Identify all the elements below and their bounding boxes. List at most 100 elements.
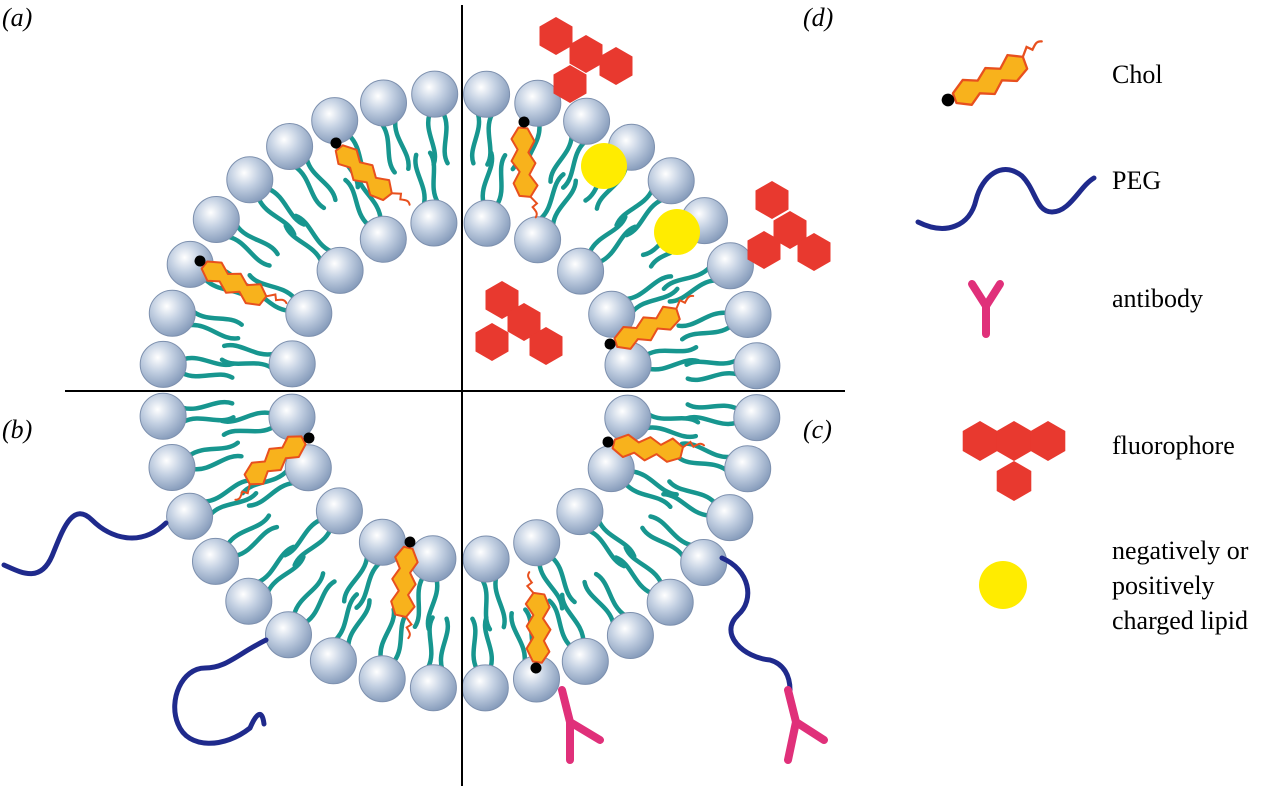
lipid-head bbox=[358, 655, 406, 703]
lipid-tail bbox=[282, 517, 323, 558]
lipid-head bbox=[265, 611, 312, 659]
lipid-tail bbox=[293, 164, 327, 211]
cholesterol-icon bbox=[604, 294, 695, 350]
lipid-tail bbox=[667, 278, 718, 304]
lipid-tail bbox=[441, 111, 450, 166]
lipid-tail bbox=[470, 616, 479, 671]
lipid-tail bbox=[679, 324, 733, 342]
antibodies bbox=[558, 686, 828, 764]
lipid-head bbox=[410, 199, 458, 247]
lipid-head bbox=[148, 289, 196, 337]
lipid-tail bbox=[547, 598, 573, 649]
lipid-tail bbox=[202, 478, 253, 504]
cholesterol-icon bbox=[510, 116, 539, 219]
fluorophore-icon bbox=[539, 17, 633, 103]
lipid-tail bbox=[614, 187, 655, 228]
lipid-head bbox=[724, 445, 772, 493]
charged-lipids bbox=[581, 143, 700, 255]
lipid-tail bbox=[667, 479, 717, 505]
lipid-tail bbox=[425, 615, 435, 670]
lipid-tail bbox=[247, 272, 297, 301]
lipid-head bbox=[463, 199, 511, 247]
lipid-tail bbox=[221, 342, 276, 357]
antibody-icon bbox=[784, 686, 828, 764]
lipid-tail bbox=[255, 544, 296, 585]
lipid-head bbox=[588, 290, 636, 338]
lipid-tail bbox=[283, 223, 324, 264]
lipid-tail bbox=[685, 370, 740, 383]
lipid-head bbox=[514, 79, 562, 127]
lipid-tail bbox=[629, 469, 679, 497]
lipid-head bbox=[462, 535, 510, 583]
cholesterol-icon bbox=[194, 255, 288, 306]
lipid-head bbox=[139, 392, 187, 440]
lipid-tail bbox=[644, 344, 699, 358]
lipid-tail bbox=[190, 453, 244, 472]
lipid-head bbox=[680, 539, 728, 586]
lipid-tail bbox=[624, 274, 674, 302]
lipid-tail bbox=[679, 441, 733, 460]
lipid-head bbox=[463, 70, 511, 118]
lipid-tail bbox=[303, 579, 337, 625]
lipid-head bbox=[166, 492, 214, 540]
lipid-head bbox=[316, 246, 364, 294]
lipid-tail bbox=[684, 358, 739, 367]
lipid-tail bbox=[413, 152, 427, 207]
lipid-tail bbox=[292, 527, 333, 568]
lipid-tail bbox=[624, 197, 665, 238]
lipid-head bbox=[556, 488, 604, 536]
lipid-tail bbox=[685, 402, 740, 412]
lipid-tail bbox=[494, 152, 508, 207]
lipid-tail bbox=[560, 140, 587, 190]
lipid-tail bbox=[587, 214, 628, 255]
lipid-head bbox=[733, 394, 781, 442]
charged-lipid bbox=[581, 143, 627, 189]
lipid-tail bbox=[187, 440, 241, 458]
lipid-tail bbox=[485, 112, 495, 167]
legend-charged-lipid-icon bbox=[979, 561, 1027, 609]
legend: Chol PEG antibody fluorophore negatively… bbox=[915, 40, 1249, 635]
lipid-head bbox=[311, 97, 359, 145]
quadrant-label-d: (d) bbox=[803, 3, 833, 32]
lipid-tail bbox=[676, 455, 729, 473]
lipid-tail bbox=[181, 415, 236, 424]
quadrant-label-c: (c) bbox=[803, 415, 832, 444]
legend-charged-lipid-label-line1: negatively or bbox=[1112, 536, 1249, 565]
lipid-tail bbox=[343, 177, 371, 227]
lipid-tail bbox=[676, 310, 730, 329]
lipid-head bbox=[409, 664, 457, 712]
legend-charged-lipid-label-line2: positively bbox=[1112, 571, 1215, 600]
lipid-head bbox=[733, 342, 781, 390]
lipid-head bbox=[148, 444, 196, 491]
lipid-head bbox=[557, 247, 605, 295]
quadrant-axes bbox=[65, 5, 845, 786]
legend-antibody-icon bbox=[968, 280, 1004, 338]
cholesterol-icon bbox=[390, 536, 419, 640]
lipid-tail bbox=[226, 234, 272, 268]
legend-charged-lipid-label-line3: charged lipid bbox=[1112, 606, 1248, 635]
legend-chol-label: Chol bbox=[1112, 60, 1163, 89]
lipid-tail bbox=[221, 424, 276, 438]
lipid-head bbox=[646, 578, 694, 626]
lipid-head bbox=[461, 664, 509, 712]
lipid-tail bbox=[378, 607, 397, 660]
lipid-tail bbox=[391, 610, 410, 664]
lipid-tail bbox=[646, 412, 701, 425]
lipid-head bbox=[268, 340, 316, 388]
lipid-head bbox=[706, 494, 754, 542]
lipid-head bbox=[724, 291, 772, 338]
lipid-tail bbox=[427, 150, 440, 205]
cholesterol-icon bbox=[234, 432, 315, 501]
lipid-head bbox=[285, 289, 333, 337]
cholesterol-molecules bbox=[194, 116, 706, 674]
fluorophores bbox=[475, 17, 831, 365]
quadrant-label-a: (a) bbox=[2, 3, 32, 32]
lipid-head bbox=[561, 637, 609, 685]
quadrant-label-b: (b) bbox=[2, 415, 32, 444]
cholesterol-icon bbox=[602, 433, 706, 463]
lipid-head bbox=[359, 215, 407, 263]
fluorophore-icon bbox=[962, 421, 1066, 501]
legend-fluorophore-icon bbox=[962, 421, 1066, 501]
lipid-tail bbox=[379, 121, 397, 175]
